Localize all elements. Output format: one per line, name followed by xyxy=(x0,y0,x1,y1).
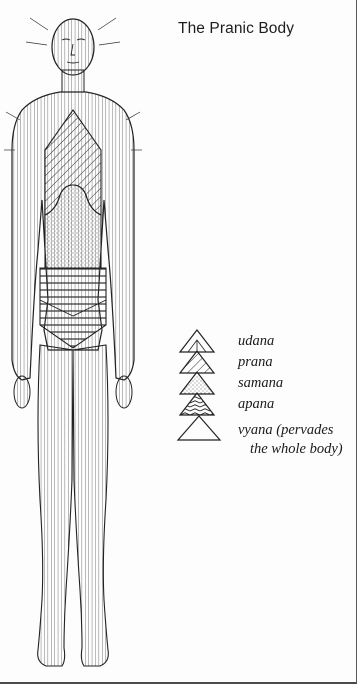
legend-samana-icon xyxy=(180,372,214,394)
legend-samana-label: samana xyxy=(238,375,283,392)
figure-title: The Pranic Body xyxy=(178,20,294,38)
legend-vyana-label: vyana (pervades xyxy=(238,422,333,439)
legend-apana-label: apana xyxy=(238,396,274,413)
legend-vyana-icon xyxy=(178,416,220,440)
legend-apana-icon xyxy=(180,393,214,415)
legend-vyana-note: the whole body) xyxy=(250,441,343,458)
left-leg xyxy=(38,345,73,666)
neck xyxy=(62,70,84,92)
legend-udana-label: udana xyxy=(238,333,274,350)
legend-udana-icon xyxy=(180,330,214,352)
right-hand xyxy=(116,376,132,408)
legend-prana-icon xyxy=(180,351,214,373)
legend-prana-label: prana xyxy=(238,354,273,371)
right-leg xyxy=(73,345,108,666)
left-hand xyxy=(14,376,30,408)
head xyxy=(52,19,94,75)
